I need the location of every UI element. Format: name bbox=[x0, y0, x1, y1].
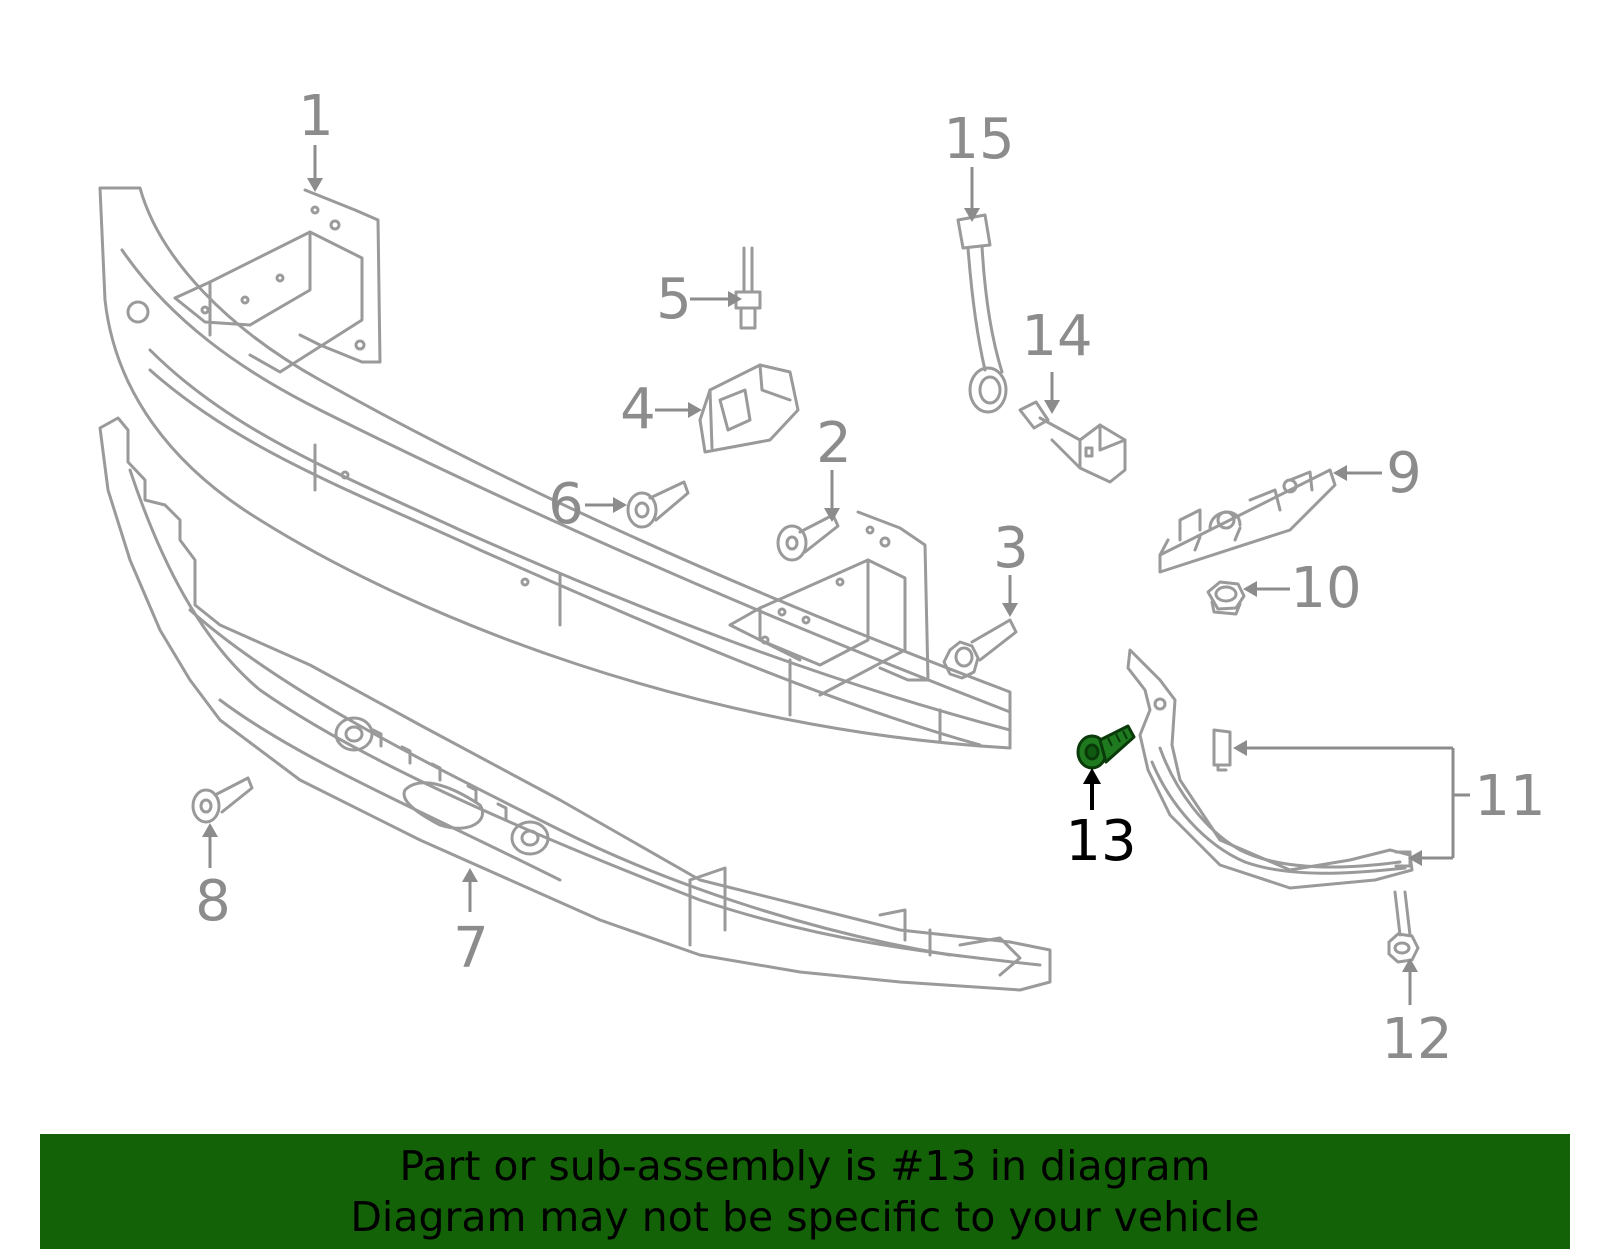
callout-7: 7 bbox=[453, 916, 489, 981]
part-12-bolt bbox=[1387, 890, 1420, 964]
info-banner: Part or sub-assembly is #13 in diagram D… bbox=[40, 1134, 1570, 1249]
arrow-11 bbox=[1245, 746, 1470, 860]
arrowhead-6 bbox=[613, 497, 627, 513]
callout-14: 14 bbox=[1021, 304, 1092, 369]
banner-line-1: Part or sub-assembly is #13 in diagram bbox=[399, 1142, 1211, 1190]
callout-3: 3 bbox=[993, 516, 1029, 581]
arrowhead-13 bbox=[1083, 768, 1101, 784]
part-11-bracket bbox=[1126, 648, 1414, 890]
arrowhead-14 bbox=[1044, 400, 1060, 414]
part-1-bumper-reinforcement bbox=[98, 186, 1012, 750]
part-5-pushpin bbox=[734, 246, 762, 330]
part-10-nut bbox=[1206, 580, 1246, 616]
part-3-bolt bbox=[942, 618, 1018, 680]
arrowhead-15 bbox=[964, 208, 980, 222]
arrowhead-8 bbox=[202, 823, 218, 837]
part-9-bracket bbox=[1158, 468, 1337, 574]
callout-11: 11 bbox=[1474, 764, 1545, 829]
arrowhead-1 bbox=[307, 178, 323, 192]
callout-12: 12 bbox=[1381, 1007, 1452, 1072]
callout-13-highlighted[interactable]: 13 bbox=[1065, 809, 1136, 874]
arrowhead-10 bbox=[1243, 581, 1257, 597]
arrowhead-9 bbox=[1333, 465, 1347, 481]
arrowhead-11b bbox=[1408, 850, 1422, 866]
part-7-energy-absorber bbox=[98, 416, 1052, 992]
part-15-bracket bbox=[956, 213, 1008, 414]
banner-line-2: Diagram may not be specific to your vehi… bbox=[350, 1193, 1260, 1241]
part-6-bolt bbox=[626, 480, 690, 529]
arrowhead-3 bbox=[1002, 603, 1018, 617]
callout-1: 1 bbox=[298, 84, 334, 149]
arrowhead-4 bbox=[688, 402, 702, 418]
arrowhead-5 bbox=[728, 291, 742, 307]
arrowhead-12 bbox=[1402, 958, 1418, 972]
part-14-sensor bbox=[1018, 400, 1127, 484]
part-8-bolt bbox=[191, 776, 254, 824]
callout-5: 5 bbox=[656, 267, 692, 332]
callout-8: 8 bbox=[195, 869, 231, 934]
callout-4: 4 bbox=[620, 377, 656, 442]
callout-6: 6 bbox=[548, 472, 584, 537]
arrowhead-2 bbox=[824, 508, 840, 522]
part-4-bracket bbox=[698, 363, 800, 454]
callout-2: 2 bbox=[816, 411, 852, 476]
arrowhead-7 bbox=[462, 868, 478, 882]
callout-15: 15 bbox=[943, 107, 1014, 172]
arrowhead-11a bbox=[1233, 740, 1247, 756]
callout-9: 9 bbox=[1386, 441, 1422, 506]
part-2-bolt bbox=[776, 513, 840, 562]
callout-10: 10 bbox=[1290, 556, 1361, 621]
part-13-bolt-highlighted[interactable] bbox=[1076, 724, 1136, 770]
